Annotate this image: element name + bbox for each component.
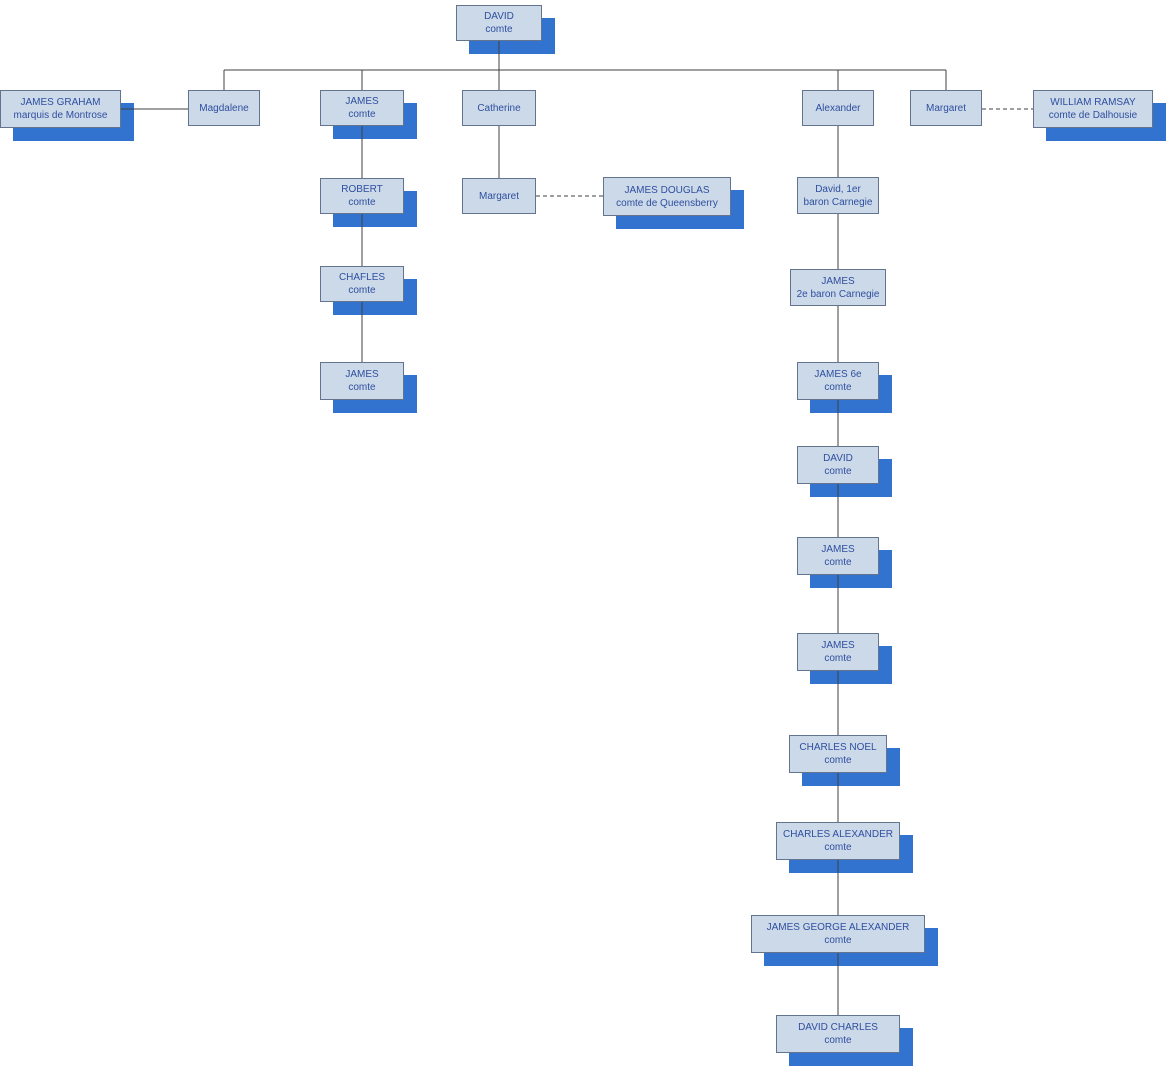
person-node-catherine[interactable]: Catherine — [462, 90, 536, 126]
person-title: comte — [485, 24, 513, 35]
person-node-david-charles[interactable]: DAVID CHARLES comte — [776, 1015, 900, 1053]
person-name: Margaret — [925, 102, 966, 114]
person-node-james-graham[interactable]: JAMES GRAHAM marquis de Montrose — [0, 90, 121, 128]
person-name: Magdalene — [199, 102, 249, 114]
person-node-james-comte-3[interactable]: JAMES comte — [797, 537, 879, 575]
person-node-james-george-alexander[interactable]: JAMES GEORGE ALEXANDER comte — [751, 915, 925, 953]
person-title: comte — [824, 557, 852, 568]
person-name: JAMES — [345, 369, 379, 380]
person-node-james-2e-baron[interactable]: JAMES 2e baron Carnegie — [790, 269, 886, 306]
person-title: 2e baron Carnegie — [796, 288, 880, 300]
person-name: CHARLES NOEL — [799, 742, 877, 753]
person-name: JAMES — [821, 640, 855, 651]
person-node-david-comte[interactable]: DAVID comte — [797, 446, 879, 484]
person-name: Margaret — [478, 190, 519, 202]
person-title: comte — [824, 1035, 852, 1046]
person-node-charles-alexander[interactable]: CHARLES ALEXANDER comte — [776, 822, 900, 860]
person-name: JAMES — [821, 544, 855, 555]
person-node-james-douglas[interactable]: JAMES DOUGLAS comte de Queensberry — [603, 177, 731, 216]
person-name: JAMES — [345, 96, 379, 107]
person-node-alexander[interactable]: Alexander — [802, 90, 874, 126]
person-name: DAVID CHARLES — [798, 1022, 878, 1033]
person-name: JAMES GRAHAM — [20, 97, 101, 108]
person-title: comte — [348, 285, 376, 296]
person-name: DAVID — [484, 11, 514, 22]
person-name: JAMES GEORGE ALEXANDER — [766, 922, 910, 933]
person-node-magdalene[interactable]: Magdalene — [188, 90, 260, 126]
person-title: comte de Dalhousie — [1048, 110, 1138, 121]
person-node-james-6e[interactable]: JAMES 6e comte — [797, 362, 879, 400]
person-title: comte — [348, 109, 376, 120]
person-name: JAMES 6e — [814, 369, 862, 380]
person-node-william-ramsay[interactable]: WILLIAM RAMSAY comte de Dalhousie — [1033, 90, 1153, 128]
person-name: Alexander — [815, 102, 861, 114]
person-name: David, 1er — [815, 183, 861, 195]
person-name: Catherine — [477, 102, 521, 114]
person-node-charles-noel[interactable]: CHARLES NOEL comte — [789, 735, 887, 773]
person-node-margaret-dalhousie[interactable]: Margaret — [910, 90, 982, 126]
person-node-james-comte-1[interactable]: JAMES comte — [320, 90, 404, 126]
person-node-chafles[interactable]: CHAFLES comte — [320, 266, 404, 302]
person-title: comte — [824, 935, 852, 946]
person-node-david-root[interactable]: DAVID comte — [456, 5, 542, 41]
person-title: marquis de Montrose — [13, 110, 108, 121]
person-title: comte — [824, 653, 852, 664]
person-name: CHAFLES — [338, 272, 386, 283]
person-node-david-1er[interactable]: David, 1er baron Carnegie — [797, 177, 879, 214]
person-title: comte — [824, 842, 852, 853]
person-title: comte de Queensberry — [616, 197, 718, 209]
person-node-margaret-queensberry[interactable]: Margaret — [462, 178, 536, 214]
person-title: comte — [348, 382, 376, 393]
person-node-james-comte-4[interactable]: JAMES comte — [797, 633, 879, 671]
person-name: JAMES DOUGLAS — [624, 184, 710, 196]
person-node-robert[interactable]: ROBERT comte — [320, 178, 404, 214]
person-title: baron Carnegie — [803, 196, 873, 208]
person-title: comte — [824, 466, 852, 477]
person-name: CHARLES ALEXANDER — [782, 829, 894, 840]
person-title: comte — [824, 382, 852, 393]
person-title: comte — [824, 755, 852, 766]
person-node-james-comte-2[interactable]: JAMES comte — [320, 362, 404, 400]
person-name: ROBERT — [341, 184, 383, 195]
person-title: comte — [348, 197, 376, 208]
person-name: DAVID — [823, 453, 853, 464]
person-name: JAMES — [821, 275, 855, 287]
person-name: WILLIAM RAMSAY — [1050, 97, 1136, 108]
